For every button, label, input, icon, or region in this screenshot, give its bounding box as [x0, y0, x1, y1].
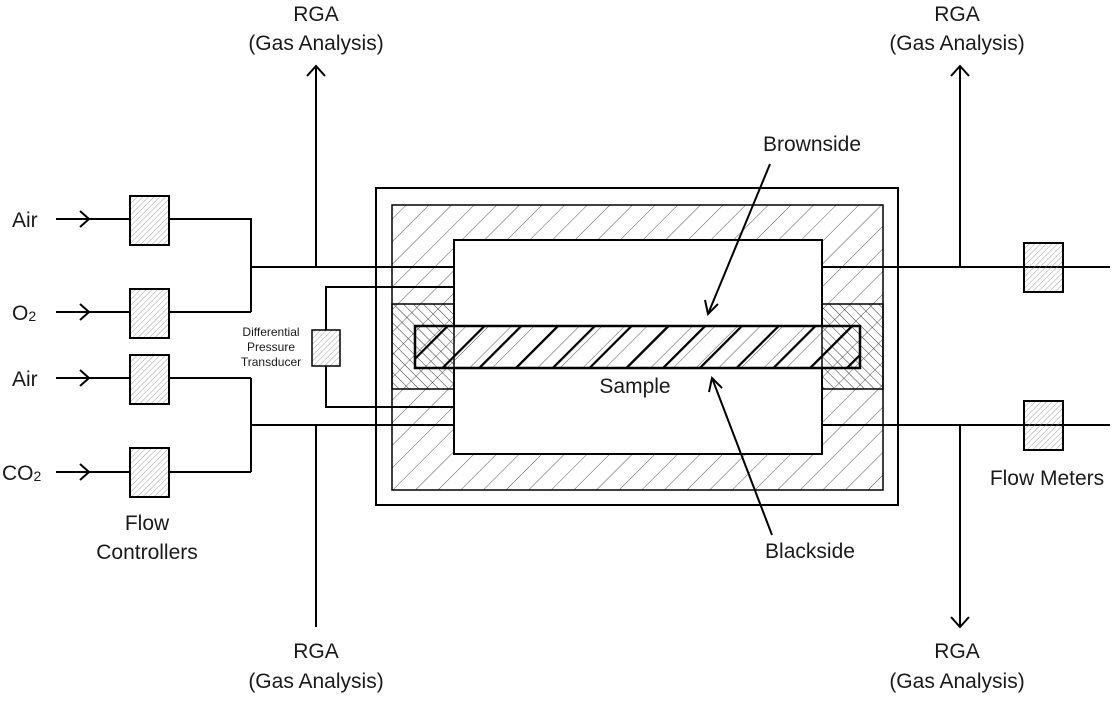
inlet-label-air-bottom: Air [12, 368, 38, 391]
gas-lines [250, 64, 1110, 629]
brownside-label: Brownside [763, 133, 861, 156]
rga-label-top-right: RGA (Gas Analysis) [889, 3, 1024, 55]
flow-controllers-line2: Controllers [96, 541, 198, 564]
pointer-arrows [704, 163, 773, 536]
inlet-label-co2: CO2 [2, 462, 42, 485]
rga-subtitle: (Gas Analysis) [248, 670, 383, 693]
lower-chamber [453, 367, 823, 455]
flow-controller-4[interactable] [129, 447, 170, 498]
sample-bar [413, 324, 862, 370]
inlet-air-top [56, 195, 251, 246]
rga-title: RGA [934, 640, 980, 663]
rga-label-bottom-left: RGA (Gas Analysis) [248, 640, 383, 693]
sample-label: Sample [599, 375, 670, 398]
flow-meters-label: Flow Meters [990, 467, 1104, 490]
rga-subtitle: (Gas Analysis) [889, 32, 1024, 55]
flow-controller-3[interactable] [129, 354, 170, 405]
rga-subtitle: (Gas Analysis) [248, 32, 383, 55]
rga-label-top-left: RGA (Gas Analysis) [248, 3, 383, 55]
rga-title: RGA [934, 3, 980, 26]
upper-chamber [453, 239, 823, 327]
reactor-housing [375, 187, 899, 506]
transducer-label: Differential Pressure Transducer [241, 325, 301, 369]
flow-controller-1[interactable] [129, 195, 170, 246]
flow-meter-top[interactable] [1023, 242, 1064, 293]
inlet-co2 [56, 447, 251, 498]
transducer-line1: Differential [242, 325, 299, 339]
transducer-line3: Transducer [241, 355, 301, 369]
rga-label-bottom-right: RGA (Gas Analysis) [889, 640, 1024, 693]
blackside-label: Blackside [765, 540, 855, 563]
transducer-line2: Pressure [247, 340, 295, 354]
rga-subtitle: (Gas Analysis) [889, 670, 1024, 693]
flow-meter-bottom[interactable] [1023, 400, 1064, 451]
flow-controllers-line1: Flow [125, 512, 170, 535]
flow-controller-2[interactable] [129, 288, 170, 339]
inlet-label-air-top: Air [12, 209, 38, 232]
transducer-box[interactable] [311, 329, 341, 367]
pressure-transducer [311, 286, 454, 408]
rga-title: RGA [293, 3, 339, 26]
inlet-o2 [56, 288, 251, 339]
inlet-air-bottom [56, 354, 251, 405]
rga-title: RGA [293, 640, 339, 663]
flow-controllers-label: Flow Controllers [96, 512, 198, 564]
inlet-label-o2: O2 [12, 302, 36, 325]
